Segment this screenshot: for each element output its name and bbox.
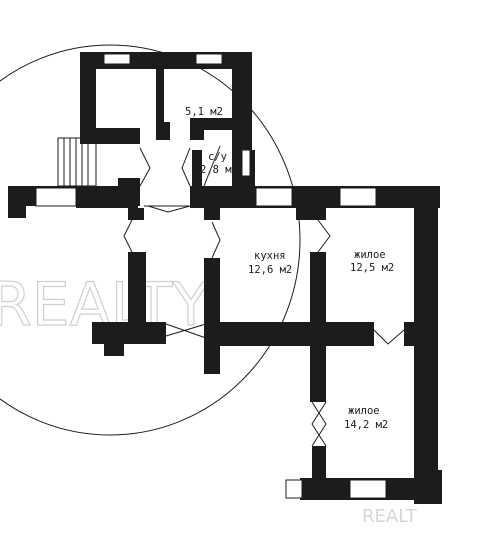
- stairs: [57, 137, 97, 187]
- living-room-1-name: жилое: [354, 249, 386, 261]
- bathroom-name: с/у: [208, 151, 227, 163]
- windows: [35, 53, 387, 499]
- living-room-2-area: 14,2 м2: [344, 419, 388, 431]
- room-5-1-area: 5,1 м2: [185, 106, 223, 118]
- room-labels: 5,1 м2 с/у 2,8 м2 кухня 12,6 м2 жилое 12…: [185, 106, 394, 431]
- kitchen-name: кухня: [254, 250, 286, 262]
- kitchen-area: 12,6 м2: [248, 264, 292, 276]
- living-room-2-name: жилое: [348, 405, 380, 417]
- living-room-1-area: 12,5 м2: [350, 262, 394, 274]
- doors: [123, 145, 405, 447]
- bathroom-area: 2,8 м2: [200, 164, 238, 176]
- walls: [8, 52, 442, 504]
- watermark: REALTY REALT: [0, 44, 418, 527]
- watermark-corner-text: REALT: [362, 506, 418, 527]
